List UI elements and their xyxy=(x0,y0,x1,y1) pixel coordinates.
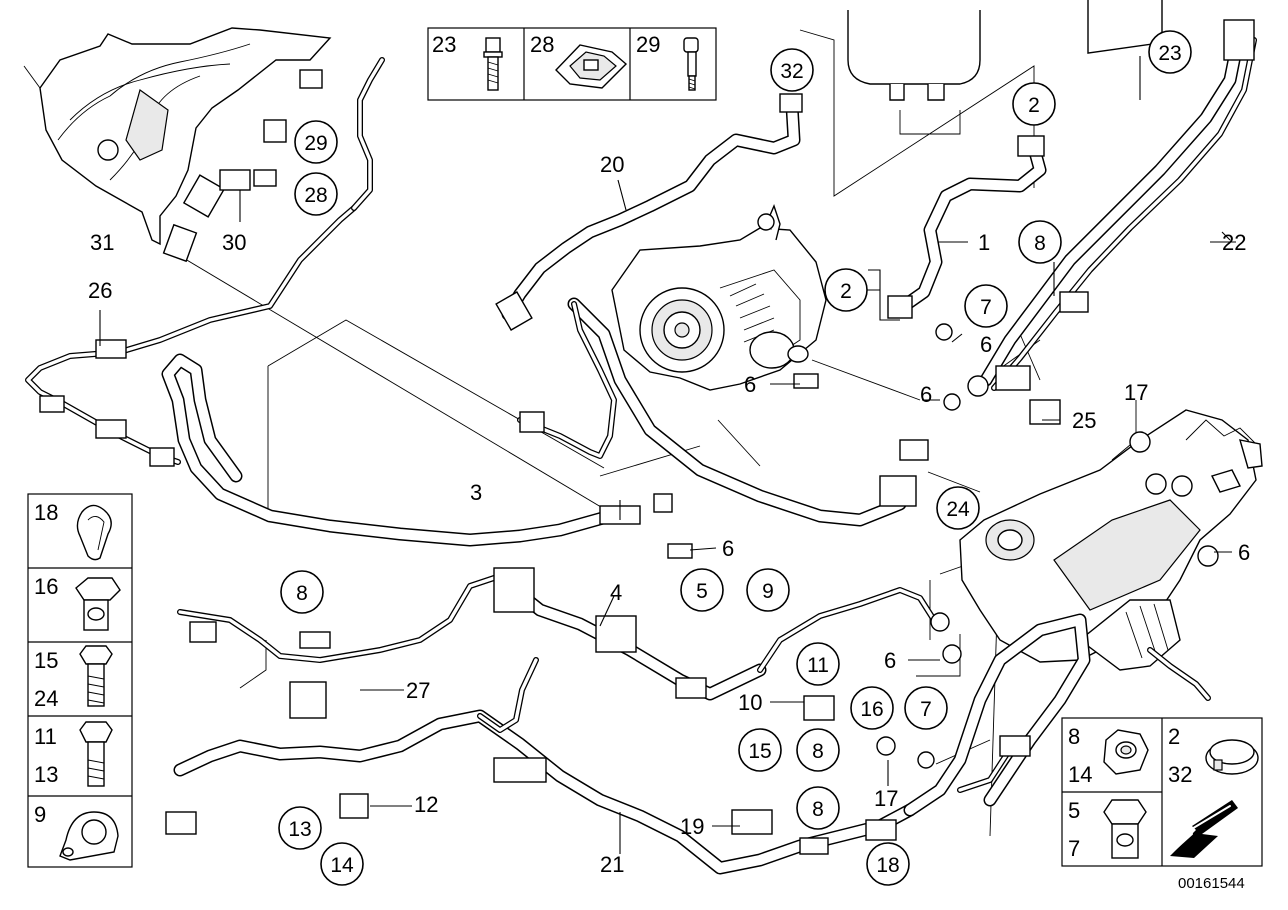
callout-8: 8 xyxy=(812,740,824,763)
bolt-icon xyxy=(483,37,503,91)
legend-label: 7 xyxy=(1068,836,1080,861)
legend-label: 5 xyxy=(1068,798,1080,823)
callout-1: 1 xyxy=(978,230,990,255)
callout-30: 30 xyxy=(222,230,246,255)
steering-gear xyxy=(959,409,1263,701)
callout-25: 25 xyxy=(1072,408,1096,433)
callout-21: 21 xyxy=(600,852,624,877)
callout-8: 8 xyxy=(1034,232,1046,255)
bottom-right-legend: 8 14 2 32 5 7 xyxy=(1061,717,1263,867)
legend-label: 14 xyxy=(1068,762,1092,787)
hose-clip-icon xyxy=(76,504,112,561)
callout-5: 5 xyxy=(696,580,708,603)
callout-27: 27 xyxy=(406,678,430,703)
callout-6: 6 xyxy=(722,536,734,561)
callout-6: 6 xyxy=(920,382,932,407)
left-legend: 18 16 15 24 11 13 9 xyxy=(27,493,133,868)
top-legend: 23 28 29 xyxy=(427,27,717,101)
clip-nut-icon xyxy=(555,44,628,89)
callout-2: 2 xyxy=(840,280,852,303)
legend-label: 29 xyxy=(636,32,660,57)
fluid-reservoir xyxy=(847,10,981,101)
hex-bolt-icon xyxy=(79,645,113,707)
callout-8: 8 xyxy=(296,582,308,605)
callout-11: 11 xyxy=(807,654,829,677)
legend-label: 24 xyxy=(34,686,58,711)
legend-label: 18 xyxy=(34,500,58,525)
callout-leaders xyxy=(99,56,1236,854)
callout-12: 12 xyxy=(414,792,438,817)
callout-labels: 1 3 4 6 6 6 6 6 6 10 12 17 17 19 20 21 2… xyxy=(88,152,1250,877)
circled-callouts: 2 2 5 7 7 8 8 8 8 9 11 13 14 15 16 18 23… xyxy=(278,30,1192,886)
hex-bolt-long-icon xyxy=(79,721,113,787)
banjo-bolt-icon xyxy=(75,577,121,631)
callout-31: 31 xyxy=(90,230,114,255)
legend-label: 15 xyxy=(34,648,58,673)
legend-label: 8 xyxy=(1068,724,1080,749)
banjo-screw-icon xyxy=(1103,799,1147,859)
fittings xyxy=(39,0,1255,855)
callout-29: 29 xyxy=(304,132,327,155)
callout-6: 6 xyxy=(980,332,992,357)
screw-icon xyxy=(683,37,699,91)
callout-2: 2 xyxy=(1028,94,1040,117)
legend-label: 11 xyxy=(34,724,57,749)
callout-3: 3 xyxy=(470,480,482,505)
callout-15: 15 xyxy=(748,740,771,763)
diagram-reference-number: 00161544 xyxy=(1178,875,1245,892)
callout-14: 14 xyxy=(330,854,354,877)
pipe-clamp-icon xyxy=(59,811,119,861)
callout-16: 16 xyxy=(860,698,883,721)
callout-6: 6 xyxy=(744,372,756,397)
callout-9: 9 xyxy=(762,580,774,603)
callout-19: 19 xyxy=(680,814,704,839)
heat-shield xyxy=(23,27,332,246)
callout-6: 6 xyxy=(884,648,896,673)
callout-8: 8 xyxy=(812,798,824,821)
callout-7: 7 xyxy=(980,296,992,319)
callout-13: 13 xyxy=(288,818,311,841)
legend-label: 23 xyxy=(432,32,456,57)
hex-nut-icon xyxy=(1103,729,1149,775)
callout-23: 23 xyxy=(1158,42,1181,65)
direction-arrow-icon xyxy=(1170,800,1238,858)
legend-label: 13 xyxy=(34,762,58,787)
legend-label: 9 xyxy=(34,802,46,827)
callout-7: 7 xyxy=(920,698,932,721)
callout-24: 24 xyxy=(946,498,970,521)
legend-label: 28 xyxy=(530,32,554,57)
steering-pump xyxy=(611,204,827,391)
callout-4: 4 xyxy=(610,580,622,605)
callout-22: 22 xyxy=(1222,230,1246,255)
callout-17: 17 xyxy=(874,786,898,811)
callout-26: 26 xyxy=(88,278,112,303)
hose-clamp-ring-icon xyxy=(1205,739,1259,775)
callout-28: 28 xyxy=(304,184,327,207)
callout-20: 20 xyxy=(600,152,624,177)
callout-32: 32 xyxy=(780,60,803,83)
legend-label: 32 xyxy=(1168,762,1192,787)
callout-17: 17 xyxy=(1124,380,1148,405)
callout-6: 6 xyxy=(1238,540,1250,565)
callout-18: 18 xyxy=(876,854,899,877)
legend-label: 2 xyxy=(1168,724,1180,749)
callout-10: 10 xyxy=(738,690,762,715)
legend-label: 16 xyxy=(34,574,58,599)
pipes xyxy=(25,57,1019,793)
